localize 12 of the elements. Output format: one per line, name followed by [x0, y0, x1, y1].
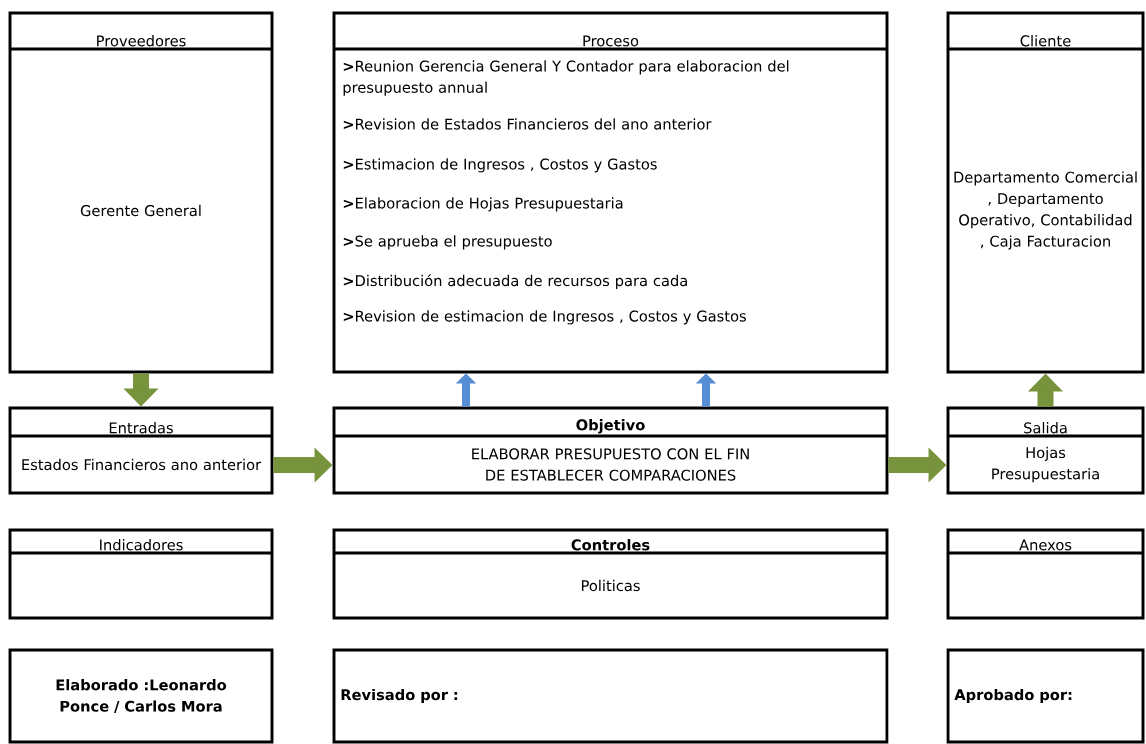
signature-box: Aprobado por:: [946, 648, 1145, 744]
signature-box: Revisado por :: [332, 648, 889, 744]
labeled-box: Anexos: [946, 528, 1145, 620]
signature-box: Elaborado :Leonardo Ponce / Carlos Mora: [8, 648, 274, 744]
labeled-box: Objetivo ELABORAR PRESUPUESTO CON EL FIN DE ESTABLECER COMPARACIONES: [332, 406, 889, 495]
labeled-box: Salida Hojas Presupuestaria: [946, 406, 1145, 495]
labeled-box: Entradas Estados Financieros ano anterior: [8, 406, 274, 495]
labeled-box: Cliente Departamento Comercial , Departamento Operativo, Contabilidad , Caja Facturacion: [946, 11, 1145, 374]
labeled-box: Proveedores Gerente General: [8, 11, 274, 374]
labeled-box: Proceso >Reunion Gerencia General Y Contador para elaboracion del presupuesto annual >Revision de Estados Financieros del ano anterior >Estimacion de Ingresos , Costos y Gastos >Elaboracion de Hojas Presupuestaria >Se aprueba el presupuesto >Distribución adecuada de recursos para cada >Revision de estimacion de Ingresos , Costos y Gastos: [332, 11, 889, 374]
labeled-box: Controles Politicas: [332, 528, 889, 620]
labeled-box: Indicadores: [8, 528, 274, 620]
